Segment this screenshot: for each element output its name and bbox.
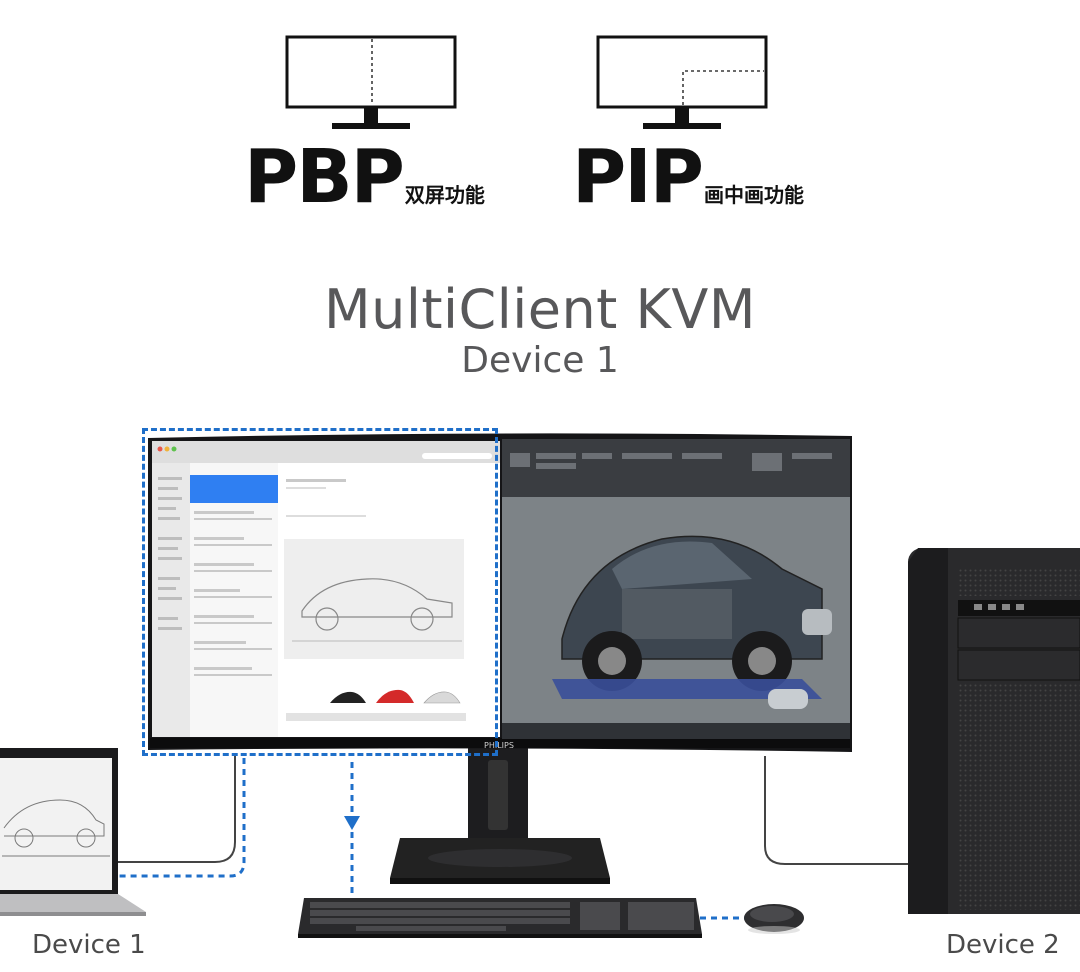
monitor-stand [390, 740, 610, 884]
mouse [744, 904, 804, 934]
monitor-brand: PHILIPS [484, 741, 514, 750]
device1-screen-region [142, 428, 498, 756]
pip-monitor-icon [596, 35, 768, 129]
left-screen-mail-app [152, 441, 500, 737]
pip-title: PIP [572, 134, 704, 220]
pbp-title: PBP [244, 134, 405, 220]
kvm-title: MultiClient KVM [324, 278, 756, 341]
right-screen-cad-app [502, 439, 850, 739]
tower-pc [908, 548, 1080, 914]
keyboard [298, 898, 702, 938]
mail-app-illustration [152, 441, 500, 737]
tower-pc-illustration [908, 548, 1080, 914]
pbp-subtitle: 双屏功能 [404, 183, 485, 207]
device1-label: Device 1 [32, 930, 146, 960]
device2-label: Device 2 [946, 930, 1060, 960]
kvm-subtitle: Device 1 [461, 340, 619, 381]
cad-app-illustration [502, 439, 850, 739]
laptop [0, 748, 146, 916]
pbp-monitor-icon [285, 35, 457, 129]
pip-subtitle: 画中画功能 [704, 183, 805, 207]
